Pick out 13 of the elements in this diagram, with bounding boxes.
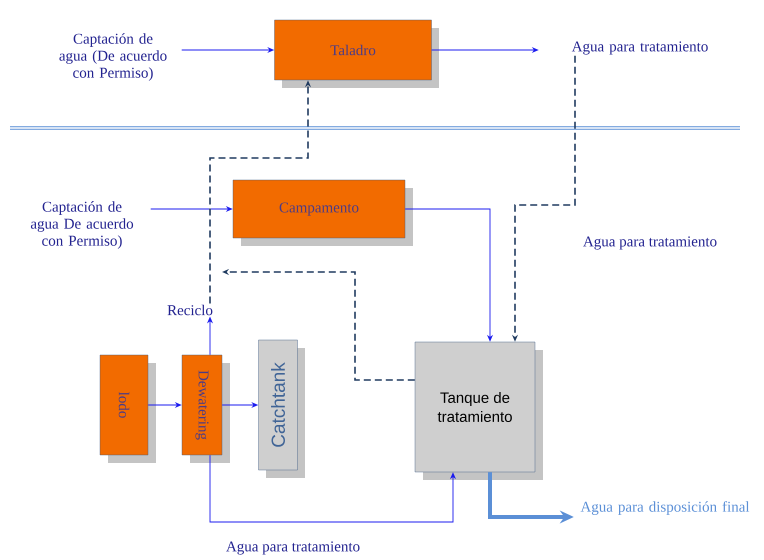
edge-label: Agua para tratamiento [582,235,718,251]
source-label: Captación de agua (De acuerdo con Permiso) [59,33,167,81]
process-box: Dewatering [182,354,230,463]
tank-box: Catchtank [258,340,305,478]
process-box: Campamento [232,180,413,246]
recycle-label: Reciclo [168,304,212,316]
process-box: lodo [100,354,156,463]
source-label: Captación de agua De acuerdo con Permiso) [30,201,134,249]
tank-box: Tanque de tratamiento [414,342,543,480]
output-label: Agua para tratamiento [572,41,708,55]
edge-label: Agua para tratamiento [224,540,362,556]
process-box: Taladro [274,20,439,88]
output-label: Agua para disposición final [580,501,750,515]
